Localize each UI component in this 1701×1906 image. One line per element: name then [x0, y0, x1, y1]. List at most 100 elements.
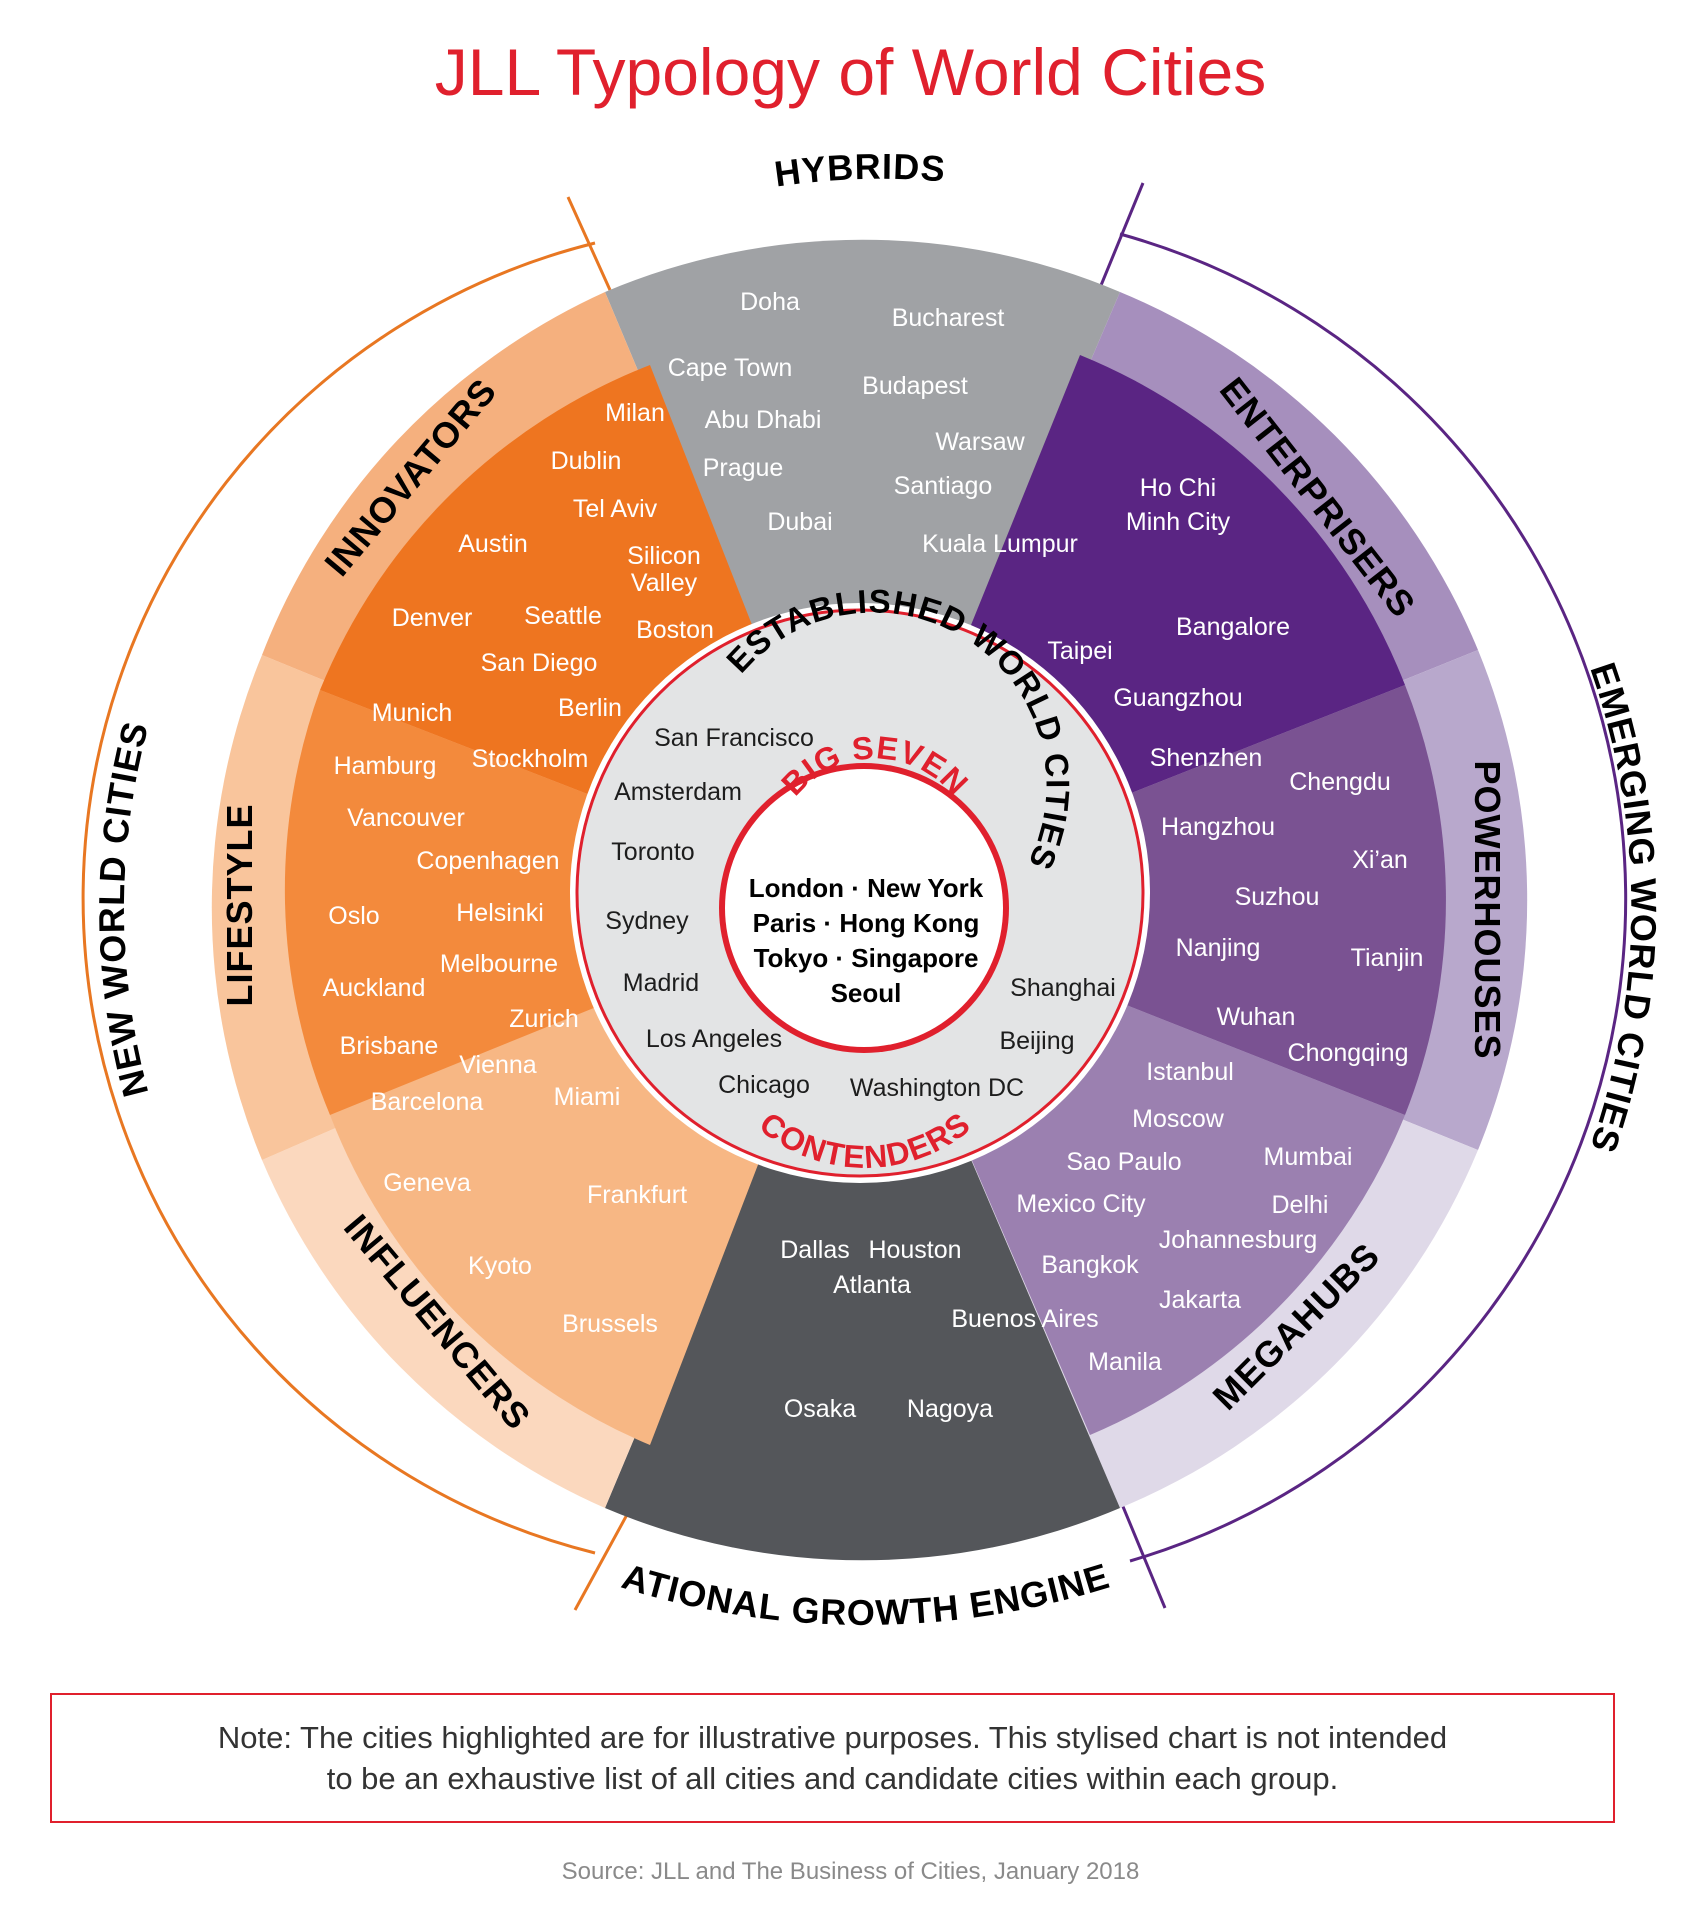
new-world-bracket-top — [566, 196, 612, 291]
lifestyle-cities: Munich Berlin Hamburg Stockholm Vancouve… — [323, 694, 622, 1116]
city-label: Berlin — [558, 694, 622, 722]
megahubs-cities: Istanbul Moscow Sao Paulo Mumbai Mexico … — [1016, 1058, 1352, 1376]
city-label: Prague — [703, 454, 784, 482]
city-label: Nagoya — [907, 1395, 993, 1423]
hybrids-cities: Doha Bucharest Cape Town Budapest Abu Dh… — [668, 288, 1078, 558]
city-label: Barcelona — [371, 1088, 484, 1116]
enterprisers-cities: Ho Chi Minh City Bangalore Taipei Guangz… — [1047, 474, 1290, 712]
city-label: Miami — [554, 1083, 621, 1111]
city-label: Atlanta — [833, 1271, 911, 1299]
city-label: Silicon — [627, 542, 701, 570]
city-label: Jakarta — [1159, 1286, 1241, 1314]
source-caption: Source: JLL and The Business of Cities, … — [561, 1858, 1140, 1885]
influencers-cities: Geneva Frankfurt Kyoto Brussels — [383, 1169, 687, 1338]
city-label: Frankfurt — [587, 1181, 687, 1209]
page-title: JLL Typology of World Cities — [434, 35, 1267, 109]
city-label: San Diego — [481, 649, 598, 677]
city-label: Mumbai — [1264, 1143, 1353, 1171]
city-label: Moscow — [1132, 1105, 1225, 1133]
innovators-cities: Milan Dublin Tel Aviv Austin Silicon Val… — [392, 399, 714, 677]
city-label: Santiago — [894, 472, 993, 500]
city-label: Chicago — [718, 1071, 810, 1099]
city-label: Valley — [631, 569, 698, 597]
city-label: Taipei — [1047, 637, 1112, 665]
city-label: Shanghai — [1010, 974, 1116, 1002]
emerging-bracket-arc — [1119, 232, 1628, 1563]
city-label: Dallas — [780, 1236, 849, 1264]
city-label: Tianjin — [1351, 944, 1424, 972]
big-seven-cities: London · New York Paris · Hong Kong Toky… — [749, 873, 984, 1008]
city-label: Seattle — [524, 602, 602, 630]
city-label: Vancouver — [347, 804, 465, 832]
segment-nge-bg — [605, 900, 1120, 1561]
city-label: Tel Aviv — [573, 495, 658, 523]
city-label: Melbourne — [440, 950, 558, 978]
city-label: Austin — [458, 530, 527, 558]
city-label: Toronto — [611, 838, 694, 866]
city-label: Delhi — [1272, 1191, 1329, 1219]
segment-powerhouses-inner — [860, 685, 1446, 1115]
contenders-cities: San Francisco Amsterdam Toronto Sydney M… — [605, 724, 1116, 1102]
city-label: San Francisco — [654, 724, 814, 752]
city-label: Madrid — [623, 969, 699, 997]
city-label: Oslo — [328, 902, 379, 930]
powerhouses-cities: Shenzhen Chengdu Hangzhou Xi’an Suzhou N… — [1150, 744, 1424, 1067]
lifestyle-label: LIFESTYLE — [219, 803, 260, 1006]
city-label: Sydney — [605, 907, 689, 935]
city-label: Guangzhou — [1113, 684, 1242, 712]
note-box: Note: The cities highlighted are for ill… — [50, 1693, 1615, 1823]
city-label: Los Angeles — [646, 1025, 782, 1053]
city-label: Kuala Lumpur — [922, 530, 1078, 558]
city-label: Hangzhou — [1161, 813, 1275, 841]
note-line: Note: The cities highlighted are for ill… — [217, 1720, 1448, 1755]
new-world-cities-label: NEW WORLD CITIES — [91, 717, 156, 1101]
note-line: to be an exhaustive list of all cities a… — [326, 1761, 1339, 1796]
big-seven-circle — [725, 769, 1003, 1047]
city-label: Houston — [868, 1236, 961, 1264]
segment-hybrids-bg — [605, 239, 1120, 901]
big-seven-line: London · New York — [749, 873, 984, 903]
city-label: Ho Chi — [1140, 474, 1216, 502]
city-label: Helsinki — [456, 899, 544, 927]
city-label: Brisbane — [340, 1032, 439, 1060]
city-label: Kyoto — [468, 1252, 532, 1280]
new-world-bracket-bottom — [573, 1499, 637, 1611]
city-label: Chengdu — [1289, 768, 1390, 796]
city-label: Beijing — [999, 1027, 1074, 1055]
city-label: Copenhagen — [416, 847, 559, 875]
city-label: Auckland — [323, 974, 426, 1002]
city-label: Denver — [392, 604, 473, 632]
city-label: Bangkok — [1041, 1251, 1139, 1279]
city-label: Mexico City — [1016, 1190, 1146, 1218]
city-label: Johannesburg — [1159, 1226, 1317, 1254]
hybrids-label: HYBRIDS — [772, 146, 947, 195]
city-label: Amsterdam — [614, 778, 742, 806]
city-label: Bucharest — [892, 304, 1005, 332]
city-label: Budapest — [862, 372, 968, 400]
city-label: Wuhan — [1217, 1003, 1296, 1031]
big-seven-line: Tokyo · Singapore — [754, 943, 979, 973]
city-label: Minh City — [1126, 508, 1231, 536]
emerging-bracket-top — [1093, 182, 1145, 301]
city-label: Munich — [372, 699, 453, 727]
city-label: Sao Paulo — [1066, 1148, 1181, 1176]
city-label: Bangalore — [1176, 613, 1290, 641]
powerhouses-label: POWERHOUSES — [1467, 760, 1508, 1059]
city-label: Geneva — [383, 1169, 471, 1197]
city-label: Stockholm — [472, 745, 589, 773]
city-label: Dublin — [551, 447, 622, 475]
city-label: Manila — [1088, 1348, 1162, 1376]
nge-cities: Dallas Houston Atlanta Buenos Aires Osak… — [780, 1236, 1098, 1423]
city-label: Shenzhen — [1150, 744, 1263, 772]
city-label: Washington DC — [850, 1074, 1024, 1102]
city-label: Vienna — [459, 1051, 536, 1079]
city-label: Hamburg — [334, 752, 437, 780]
city-label: Zurich — [509, 1005, 578, 1033]
city-label: Osaka — [784, 1395, 856, 1423]
city-label: Brussels — [562, 1310, 658, 1338]
city-label: Doha — [740, 288, 800, 316]
city-label: Warsaw — [935, 428, 1025, 456]
big-seven-line: Seoul — [831, 978, 902, 1008]
city-label: Buenos Aires — [951, 1305, 1098, 1333]
